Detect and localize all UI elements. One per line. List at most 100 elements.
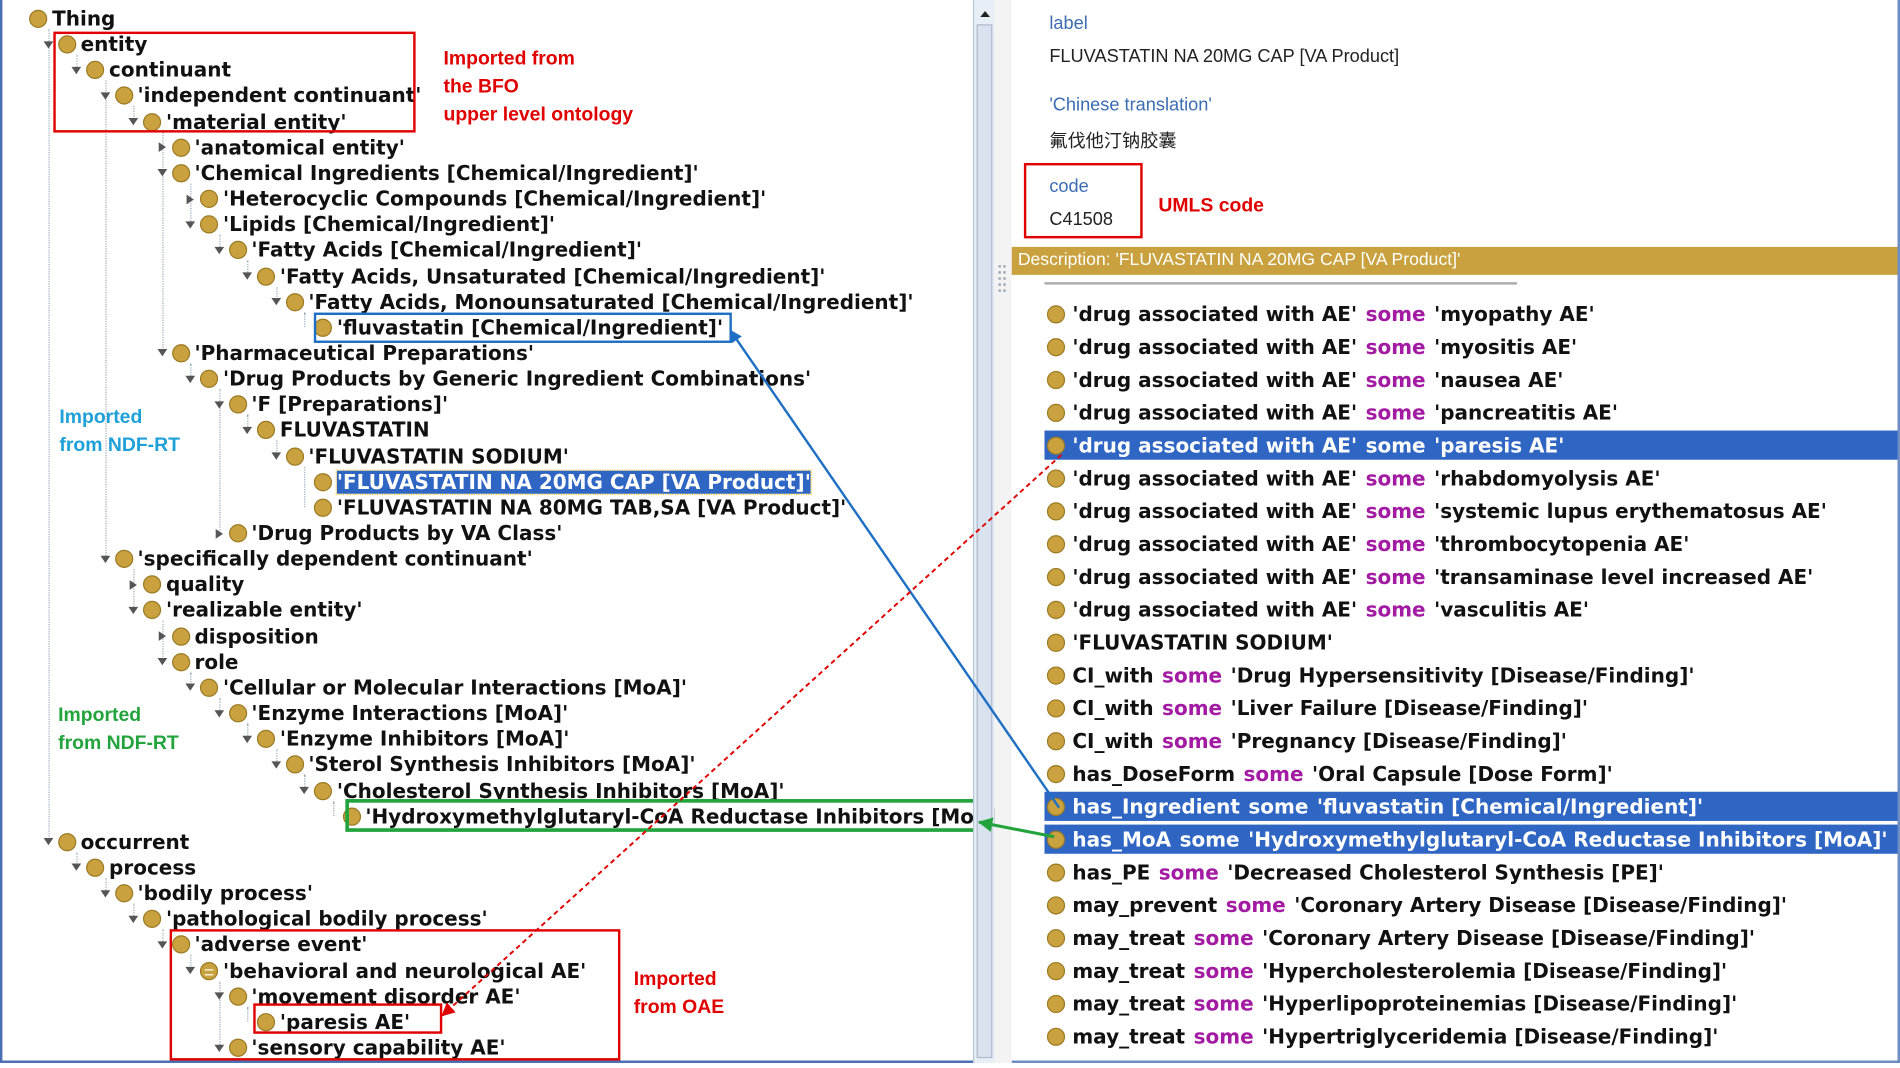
expanded-triangle-icon[interactable] — [127, 913, 139, 925]
tree-node-5-anatomical-entity[interactable]: 'anatomical entity' — [156, 135, 405, 161]
tree-node-39-paresis-ae[interactable]: 'paresis AE' — [241, 1009, 410, 1035]
scroll-thumb[interactable] — [976, 24, 993, 1059]
expanded-triangle-icon[interactable] — [99, 887, 111, 899]
expanded-triangle-icon[interactable] — [70, 64, 82, 76]
tree-node-34-bodily-process[interactable]: 'bodily process' — [99, 881, 313, 907]
tree-vertical-scrollbar[interactable] — [972, 0, 995, 1063]
tree-node-6-chemical-ingredients-chemical-ingredient[interactable]: 'Chemical Ingredients [Chemical/Ingredie… — [156, 160, 699, 186]
description-axiom-row[interactable]: 'drug associated with AE'some'myositis A… — [1044, 332, 1897, 361]
expanded-triangle-icon[interactable] — [270, 296, 282, 308]
tree-node-12-fluvastatin-chemical-ingredient[interactable]: 'fluvastatin [Chemical/Ingredient]' — [298, 315, 723, 341]
tree-node-21-specifically-dependent-continuant[interactable]: 'specifically dependent continuant' — [99, 546, 533, 572]
collapsed-triangle-icon[interactable] — [127, 579, 139, 591]
tree-node-13-pharmaceutical-preparations[interactable]: 'Pharmaceutical Preparations' — [156, 340, 534, 366]
tree-node-33-process[interactable]: process — [70, 855, 196, 881]
expanded-triangle-icon[interactable] — [270, 450, 282, 462]
expanded-triangle-icon[interactable] — [213, 707, 225, 719]
description-axiom-row[interactable]: 'drug associated with AE'some'systemic l… — [1044, 496, 1897, 525]
collapsed-triangle-icon[interactable] — [213, 527, 225, 539]
tree-node-8-lipids-chemical-ingredient[interactable]: 'Lipids [Chemical/Ingredient]' — [184, 212, 555, 238]
expanded-triangle-icon[interactable] — [213, 990, 225, 1002]
expanded-triangle-icon[interactable] — [213, 244, 225, 256]
tree-node-10-fatty-acids-unsaturated-chemical-ingredi[interactable]: 'Fatty Acids, Unsaturated [Chemical/Ingr… — [241, 263, 825, 289]
scroll-up-arrow-icon[interactable] — [977, 5, 994, 22]
description-axiom-row[interactable]: 'drug associated with AE'some'transamina… — [1044, 562, 1897, 591]
tree-node-0-thing[interactable]: Thing — [13, 6, 115, 32]
expanded-triangle-icon[interactable] — [213, 1042, 225, 1054]
description-header[interactable]: Description: 'FLUVASTATIN NA 20MG CAP [V… — [1011, 246, 1898, 275]
expanded-triangle-icon[interactable] — [270, 759, 282, 771]
tree-node-9-fatty-acids-chemical-ingredient[interactable]: 'Fatty Acids [Chemical/Ingredient]' — [213, 238, 642, 264]
tree-node-11-fatty-acids-monounsaturated-chemical-ing[interactable]: 'Fatty Acids, Monounsaturated [Chemical/… — [270, 289, 913, 315]
tree-node-36-adverse-event[interactable]: 'adverse event' — [156, 932, 367, 958]
collapsed-triangle-icon[interactable] — [156, 141, 168, 153]
tree-node-19-fluvastatin-na-80mg-tab-sa-va-product[interactable]: 'FLUVASTATIN NA 80MG TAB,SA [VA Product]… — [298, 495, 846, 521]
tree-node-23-realizable-entity[interactable]: 'realizable entity' — [127, 598, 362, 624]
description-axiom-row[interactable]: 'drug associated with AE'some'vasculitis… — [1044, 595, 1897, 624]
expanded-triangle-icon[interactable] — [184, 965, 196, 977]
expanded-triangle-icon[interactable] — [184, 373, 196, 385]
description-axiom-row[interactable]: 'FLUVASTATIN SODIUM' — [1044, 628, 1897, 657]
tree-node-32-occurrent[interactable]: occurrent — [42, 829, 189, 855]
expanded-triangle-icon[interactable] — [156, 347, 168, 359]
description-axiom-row[interactable]: 'drug associated with AE'some'paresis AE… — [1044, 430, 1898, 460]
expanded-triangle-icon[interactable] — [156, 167, 168, 179]
collapsed-triangle-icon[interactable] — [184, 193, 196, 205]
tree-node-20-drug-products-by-va-class[interactable]: 'Drug Products by VA Class' — [213, 521, 562, 547]
description-axiom-row[interactable]: 'drug associated with AE'some'rhabdomyol… — [1044, 463, 1897, 492]
tree-node-22-quality[interactable]: quality — [127, 572, 244, 598]
tree-node-14-drug-products-by-generic-ingredient-comb[interactable]: 'Drug Products by Generic Ingredient Com… — [184, 366, 811, 392]
tree-node-25-role[interactable]: role — [156, 649, 238, 675]
expanded-triangle-icon[interactable] — [99, 553, 111, 565]
tree-node-4-material-entity[interactable]: 'material entity' — [127, 109, 347, 135]
expanded-triangle-icon[interactable] — [70, 862, 82, 874]
tree-node-26-cellular-or-molecular-interactions-moa[interactable]: 'Cellular or Molecular Interactions [MoA… — [184, 675, 687, 701]
expanded-triangle-icon[interactable] — [241, 424, 253, 436]
description-axiom-row[interactable]: 'drug associated with AE'some'nausea AE' — [1044, 365, 1897, 394]
expanded-triangle-icon[interactable] — [42, 836, 54, 848]
panel-splitter[interactable] — [994, 0, 1012, 1063]
tree-node-3-independent-continuant[interactable]: 'independent continuant' — [99, 83, 422, 109]
collapsed-triangle-icon[interactable] — [156, 630, 168, 642]
tree-node-29-sterol-synthesis-inhibitors-moa[interactable]: 'Sterol Synthesis Inhibitors [MoA]' — [270, 752, 695, 778]
description-axiom-row[interactable]: 'drug associated with AE'some'myopathy A… — [1044, 299, 1897, 328]
tree-node-40-sensory-capability-ae[interactable]: 'sensory capability AE' — [213, 1035, 506, 1061]
tree-node-28-enzyme-inhibitors-moa[interactable]: 'Enzyme Inhibitors [MoA]' — [241, 726, 569, 752]
description-axiom-row[interactable]: 'drug associated with AE'some'thrombocyt… — [1044, 529, 1897, 558]
tree-node-7-heterocyclic-compounds-chemical-ingredie[interactable]: 'Heterocyclic Compounds [Chemical/Ingred… — [184, 186, 766, 212]
expanded-triangle-icon[interactable] — [241, 270, 253, 282]
expanded-triangle-icon[interactable] — [156, 656, 168, 668]
expanded-triangle-icon[interactable] — [127, 116, 139, 128]
expanded-triangle-icon[interactable] — [42, 38, 54, 50]
tree-node-24-disposition[interactable]: disposition — [156, 623, 319, 649]
tree-node-18-fluvastatin-na-20mg-cap-va-product[interactable]: 'FLUVASTATIN NA 20MG CAP [VA Product]' — [298, 469, 813, 495]
expanded-triangle-icon[interactable] — [184, 219, 196, 231]
description-axiom-row[interactable]: 'drug associated with AE'some'pancreatit… — [1044, 398, 1897, 427]
tree-node-27-enzyme-interactions-moa[interactable]: 'Enzyme Interactions [MoA]' — [213, 701, 568, 727]
expanded-triangle-icon[interactable] — [184, 682, 196, 694]
expanded-triangle-icon[interactable] — [241, 733, 253, 745]
expanded-triangle-icon[interactable] — [298, 784, 310, 796]
expanded-triangle-icon[interactable] — [99, 90, 111, 102]
tree-node-35-pathological-bodily-process[interactable]: 'pathological bodily process' — [127, 906, 488, 932]
tree-node-17-fluvastatin-sodium[interactable]: 'FLUVASTATIN SODIUM' — [270, 443, 569, 469]
expanded-triangle-icon[interactable] — [156, 939, 168, 951]
tree-node-1-entity[interactable]: entity — [42, 32, 147, 58]
tree-node-15-f-preparations[interactable]: 'F [Preparations]' — [213, 392, 448, 418]
expanded-triangle-icon[interactable] — [127, 604, 139, 616]
tree-node-16-fluvastatin[interactable]: FLUVASTATIN — [241, 418, 430, 444]
expanded-triangle-icon[interactable] — [213, 399, 225, 411]
tree-node-2-continuant[interactable]: continuant — [70, 58, 231, 84]
